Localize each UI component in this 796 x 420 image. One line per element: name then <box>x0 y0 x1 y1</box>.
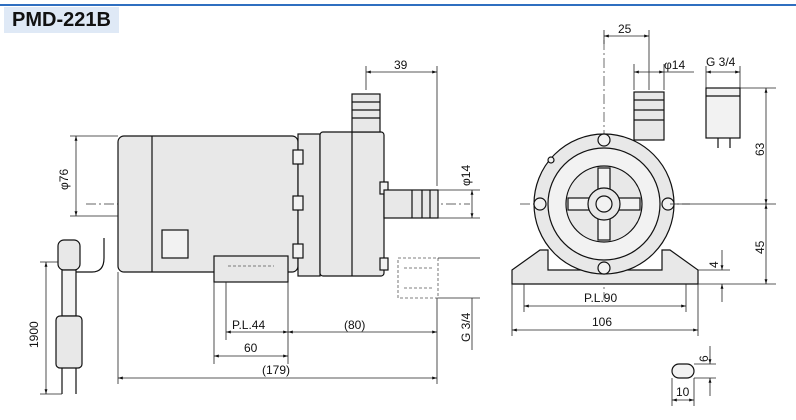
front-base <box>511 249 699 285</box>
plug-head <box>57 239 81 271</box>
bolt <box>292 243 304 259</box>
dim-39: 39 <box>394 58 408 72</box>
dim-45: 45 <box>753 240 767 254</box>
dim-d14-front: φ14 <box>664 58 685 72</box>
bolt <box>292 195 304 211</box>
mounting-slot <box>671 363 695 379</box>
base-foot <box>213 255 289 283</box>
dim-179: (179) <box>262 363 290 377</box>
header-rule <box>0 4 796 6</box>
dim-pl90: P.L.90 <box>584 291 617 305</box>
page-title: PMD-221B <box>4 7 119 33</box>
inlet-nozzle <box>383 189 439 219</box>
dim-25: 25 <box>618 22 632 36</box>
dim-g34-front: G 3/4 <box>706 55 736 69</box>
dim-pl44: P.L.44 <box>232 318 265 332</box>
hub-center <box>595 195 613 213</box>
power-cord <box>55 238 105 394</box>
dim-63: 63 <box>753 142 767 156</box>
plug-grip <box>55 315 83 369</box>
dim-4: 4 <box>707 261 721 268</box>
dim-1900: 1900 <box>27 321 41 348</box>
dim-60: 60 <box>244 341 258 355</box>
front-view <box>511 40 741 379</box>
thread-detail <box>397 257 439 299</box>
terminal-box <box>161 229 189 259</box>
dim-80: (80) <box>344 318 365 332</box>
bolt <box>597 261 611 275</box>
dim-d76: φ76 <box>57 169 71 190</box>
plug-body <box>61 269 77 317</box>
bolt <box>292 149 304 165</box>
side-dimensions: 39 φ76 φ14 G 3/4 P.L.44 (80) 60 (179) <box>27 58 480 395</box>
dim-106: 106 <box>592 315 612 329</box>
outlet-nozzle <box>351 93 381 133</box>
dim-6: 6 <box>697 355 711 362</box>
dim-10: 10 <box>676 385 690 399</box>
bolt <box>379 257 389 271</box>
front-dimensions: 25 φ14 G 3/4 63 45 4 P.L.90 106 <box>511 22 776 406</box>
dim-d14-side: φ14 <box>459 165 473 186</box>
side-view <box>86 93 470 299</box>
bolt <box>597 133 611 147</box>
motor-body <box>117 135 299 273</box>
dim-g34-side: G 3/4 <box>459 312 473 342</box>
bolt <box>533 197 547 211</box>
front-outlet-nozzle <box>633 91 665 141</box>
